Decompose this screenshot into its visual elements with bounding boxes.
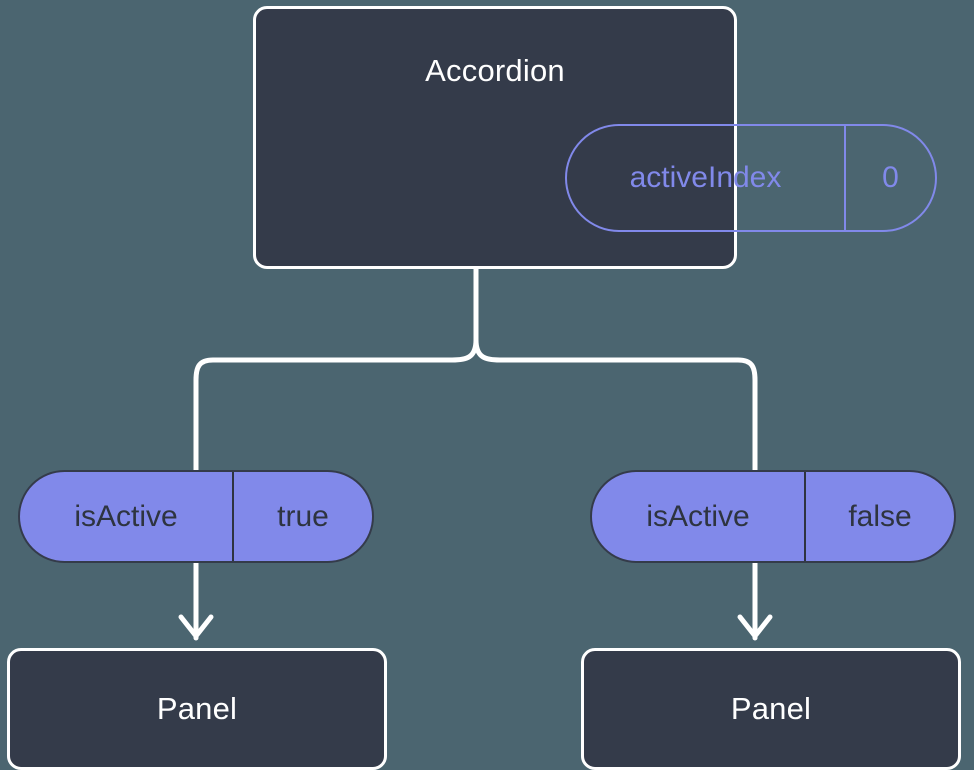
accordion-title: Accordion [425,53,565,88]
connector-arrow-left-head [178,614,214,639]
activeindex-state-pill[interactable]: activeIndex 0 [565,124,937,232]
isactive-true-prop-pill[interactable]: isActive true [18,470,374,563]
panel-right-title: Panel [730,691,812,726]
isactive-left-value-label: true [277,499,329,533]
connector-arrow-right-head [737,614,773,639]
isactive-left-key-label: isActive [20,472,234,561]
panel-left-title: Panel [156,691,238,726]
activeindex-key-label: activeIndex [567,126,846,230]
connector-split-left [193,337,479,473]
activeindex-value-label: 0 [882,161,899,194]
connector-split-right [473,337,758,473]
isactive-right-value-label: false [848,499,912,533]
isactive-false-prop-pill[interactable]: isActive false [590,470,956,563]
isactive-right-key-label: isActive [592,472,806,561]
panel-component-node-left[interactable]: Panel [7,648,387,770]
panel-component-node-right[interactable]: Panel [581,648,961,770]
accordion-component-node[interactable]: Accordion activeIndex 0 [253,6,937,269]
